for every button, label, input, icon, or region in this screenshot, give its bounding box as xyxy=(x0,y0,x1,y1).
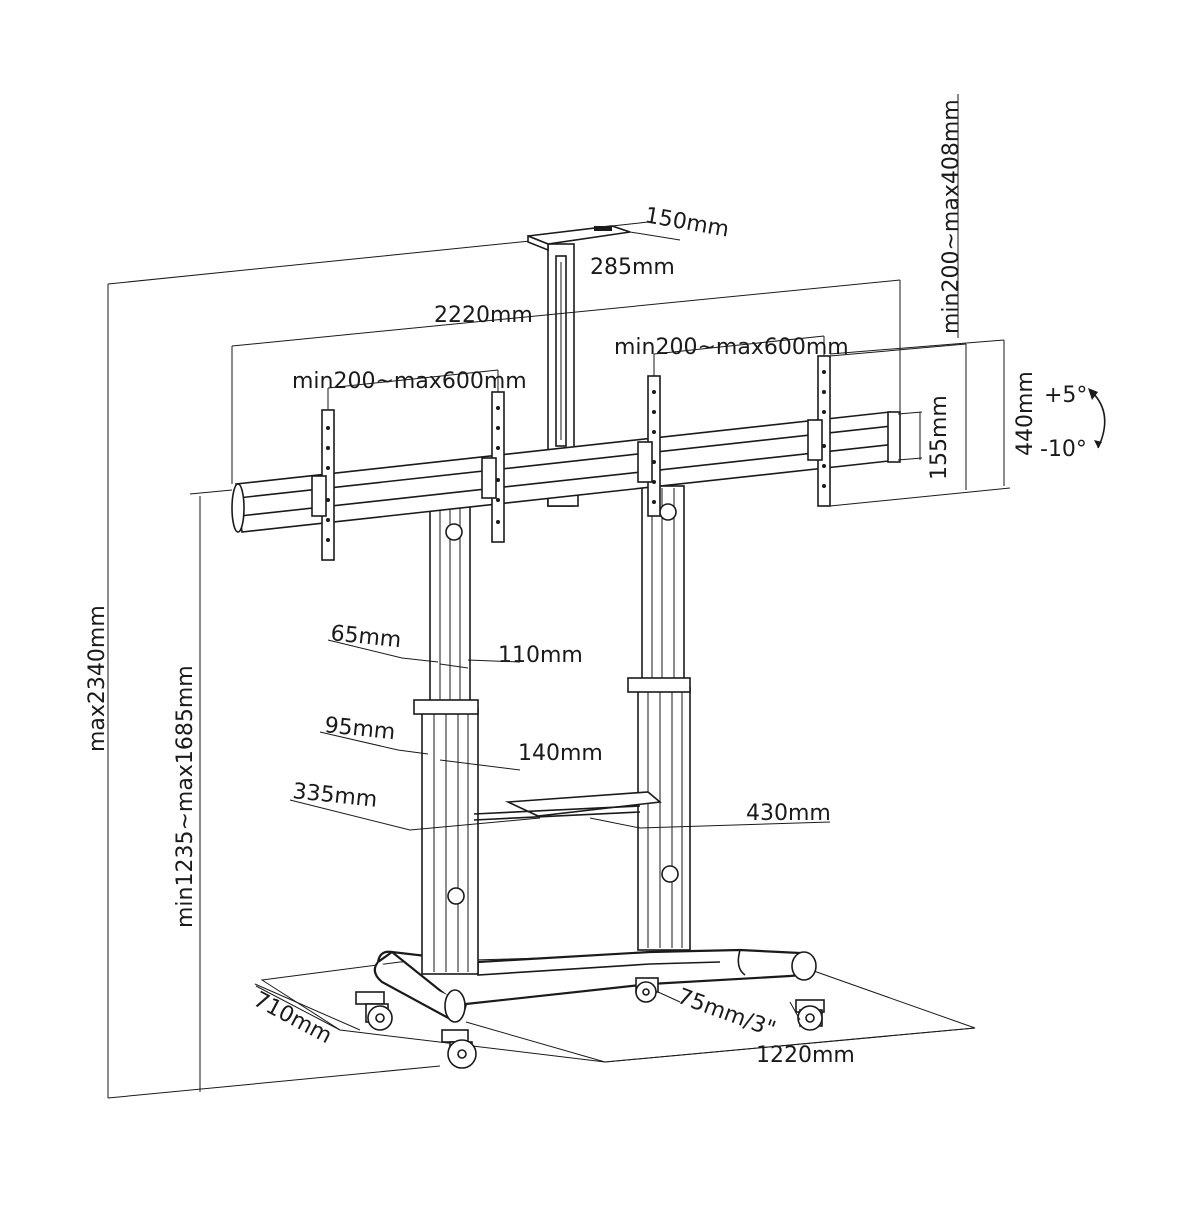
height-dimension-lines xyxy=(107,239,541,1099)
label-plate-depth: 285mm xyxy=(590,255,675,280)
column-right xyxy=(627,485,691,951)
vesa-rail-2 xyxy=(481,391,505,543)
label-max-height: max2340mm xyxy=(85,605,110,752)
vesa-rail-4 xyxy=(807,355,831,507)
label-base-depth: 710mm xyxy=(249,987,336,1049)
label-vertical-adjust: min200~max408mm xyxy=(939,99,964,334)
label-vesa-left: min200~max600mm xyxy=(292,369,527,394)
caster-front-left xyxy=(355,991,393,1031)
av-shelf xyxy=(473,791,662,821)
caster-back-center xyxy=(635,977,659,1003)
label-tilt-up: +5° xyxy=(1044,383,1087,408)
label-lower-col-depth: 95mm xyxy=(323,713,396,745)
dimension-lines xyxy=(231,94,1106,1031)
vesa-rail-1 xyxy=(311,409,335,561)
base-frame xyxy=(373,948,817,1023)
label-upper-col-width: 110mm xyxy=(498,643,583,668)
label-shelf-width: 430mm xyxy=(746,801,831,826)
label-plate-width: 150mm xyxy=(643,203,731,242)
caster-back-right xyxy=(795,999,825,1031)
label-lower-col-width: 140mm xyxy=(518,741,603,766)
label-bracket-height: 440mm xyxy=(1013,371,1038,456)
label-rail-height: 155mm xyxy=(927,395,952,480)
vesa-rail-3 xyxy=(637,375,661,517)
dimension-labels: 150mm 285mm 2220mm min200~max600mm min20… xyxy=(85,99,1087,1068)
label-upper-col-depth: 65mm xyxy=(329,621,402,653)
label-shelf-depth: 335mm xyxy=(291,779,378,813)
label-caster-size: 75mm/3" xyxy=(674,984,779,1043)
label-base-width: 1220mm xyxy=(756,1043,855,1068)
column-left xyxy=(413,505,479,975)
caster-front-center xyxy=(441,1029,477,1069)
label-tilt-down: -10° xyxy=(1040,437,1087,462)
label-vesa-right: min200~max600mm xyxy=(614,335,849,360)
label-beam-length: 2220mm xyxy=(434,303,533,328)
label-center-height: min1235~max1685mm xyxy=(173,665,198,928)
